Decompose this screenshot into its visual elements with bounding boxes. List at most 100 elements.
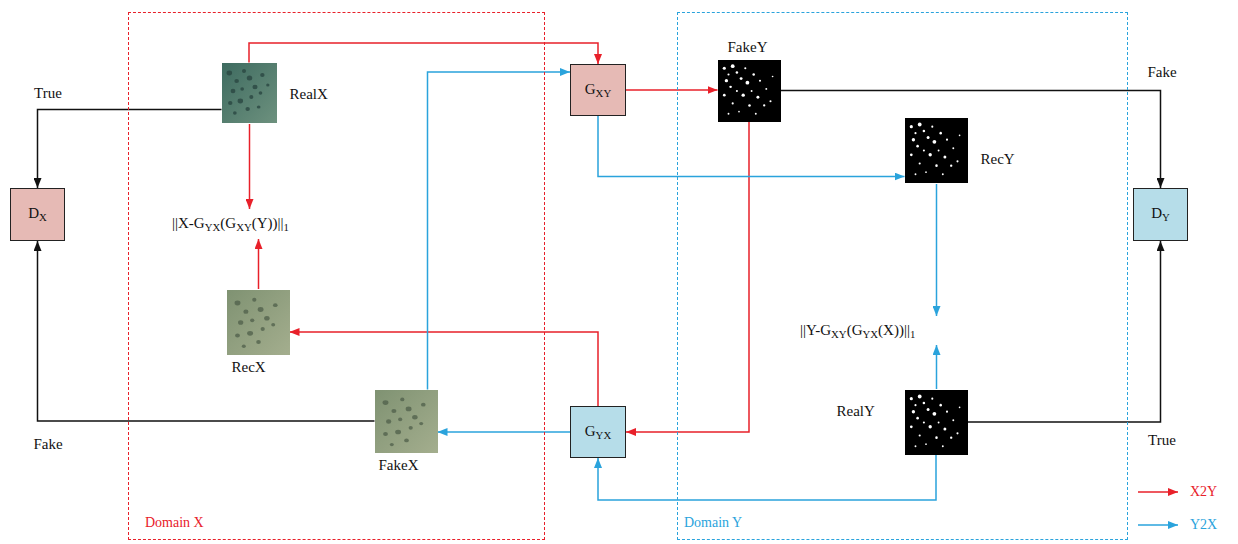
flow-arrow xyxy=(598,455,936,501)
text-run: || xyxy=(278,215,284,231)
generator-box: GXY xyxy=(570,64,626,116)
subscript: XY xyxy=(596,87,612,99)
image-caption: FakeY xyxy=(728,39,768,56)
flow-arrow xyxy=(968,241,1161,422)
legend-label: X2Y xyxy=(1190,484,1217,500)
subscript: XY xyxy=(236,221,252,233)
image-illustration xyxy=(905,390,968,455)
subscript: 1 xyxy=(284,221,289,233)
loss-formula: ||X-GYX(GXY(Y))||1 xyxy=(172,215,289,233)
image-texture xyxy=(905,118,968,183)
loss-arrow xyxy=(258,239,260,289)
flow-arrow xyxy=(290,332,599,406)
subscript: YX xyxy=(205,221,221,233)
image-illustration xyxy=(227,290,290,355)
domain-region: Domain Y FakeY RecY RealY xyxy=(677,12,1128,540)
text-run: FakeX xyxy=(379,457,419,473)
generator-box: GYX xyxy=(570,406,626,458)
text-run: RecY xyxy=(981,151,1015,167)
node-label: DX xyxy=(28,205,47,223)
flow-arrow xyxy=(598,116,905,177)
node-label: DY xyxy=(1151,205,1170,223)
subscript: Y xyxy=(1162,211,1170,223)
text-run: G xyxy=(585,423,596,439)
discriminator-box: DY xyxy=(1133,188,1188,241)
flow-arrow xyxy=(781,91,1161,189)
text-run: ||X- xyxy=(172,215,194,231)
flow-arrow xyxy=(38,110,222,189)
edge-label: Fake xyxy=(31,436,64,453)
loss-formula: ||Y-GXY(GYX(X))||1 xyxy=(800,322,915,340)
text-run: Fake xyxy=(1147,64,1176,80)
image-texture xyxy=(222,63,277,123)
text-run: D xyxy=(1151,205,1162,221)
flow-arrow xyxy=(626,122,749,433)
flow-arrow xyxy=(626,89,718,91)
edge-label-anchor: Fake xyxy=(31,435,64,453)
text-run: G xyxy=(820,322,831,338)
text-run: Domain X xyxy=(145,515,204,530)
edge-label-anchor: Fake xyxy=(1145,63,1178,81)
text-run: RealX xyxy=(290,86,328,102)
text-run: (Y)) xyxy=(252,215,278,231)
loss-arrows xyxy=(250,124,937,389)
text-run: ||Y- xyxy=(800,322,820,338)
text-run: RecX xyxy=(232,359,266,375)
region-label: Domain Y xyxy=(684,515,742,531)
flow-arrow xyxy=(38,241,375,421)
text-run: || xyxy=(904,322,910,338)
image-caption: RealX xyxy=(290,86,328,103)
image-texture xyxy=(905,390,968,455)
node-label: GXY xyxy=(585,81,611,99)
legend-row: X2Y xyxy=(1138,484,1217,500)
image-panel: RealY xyxy=(905,390,968,455)
text-run: True xyxy=(34,85,62,101)
text-run: Fake xyxy=(33,436,62,452)
image-caption: FakeX xyxy=(379,457,419,474)
text-run: ( xyxy=(847,322,852,338)
text-run: G xyxy=(225,215,236,231)
text-run: ( xyxy=(220,215,225,231)
image-caption: RecX xyxy=(232,359,266,376)
image-caption: RealY xyxy=(837,403,875,420)
legend-sample xyxy=(1138,486,1182,498)
image-panel: FakeX xyxy=(375,390,438,453)
subscript: XY xyxy=(831,328,847,340)
edge-label: True xyxy=(32,85,64,102)
legend-label: Y2X xyxy=(1190,517,1217,533)
image-panel: RecY xyxy=(905,118,968,183)
edge-label: Fake xyxy=(1145,64,1178,81)
image-caption: RecY xyxy=(981,151,1015,168)
loss-arrow xyxy=(249,124,251,209)
subscript: YX xyxy=(596,429,612,441)
edge-label: True xyxy=(1146,432,1178,449)
edge-label-anchor: True xyxy=(1146,431,1178,449)
formula-anchor: ||Y-GXY(GYX(X))||1 xyxy=(800,321,915,340)
flow-arrow xyxy=(249,43,598,64)
discriminator-box: DX xyxy=(10,188,65,241)
text-run: D xyxy=(28,205,39,221)
subscript: X xyxy=(39,211,47,223)
text-run: RealY xyxy=(837,403,875,419)
subscript: 1 xyxy=(910,328,915,340)
text-run: G xyxy=(585,81,596,97)
loss-arrow xyxy=(936,184,938,316)
text-run: G xyxy=(852,322,863,338)
image-panel: RealX xyxy=(222,63,277,123)
subscript: YX xyxy=(862,328,878,340)
image-illustration xyxy=(718,60,781,122)
loss-arrow xyxy=(936,345,938,389)
image-illustration xyxy=(375,390,438,453)
legend-arrow xyxy=(1138,491,1178,493)
text-run: True xyxy=(1148,432,1176,448)
flow-arrow xyxy=(438,431,571,433)
node-label: GYX xyxy=(585,423,611,441)
flow-arrow xyxy=(428,72,571,390)
formula-anchor: ||X-GYX(GXY(Y))||1 xyxy=(172,214,289,233)
region-label: Domain X xyxy=(145,515,204,531)
text-run: G xyxy=(194,215,205,231)
image-illustration xyxy=(222,63,277,123)
legend-sample xyxy=(1138,519,1182,531)
image-texture xyxy=(718,60,781,122)
